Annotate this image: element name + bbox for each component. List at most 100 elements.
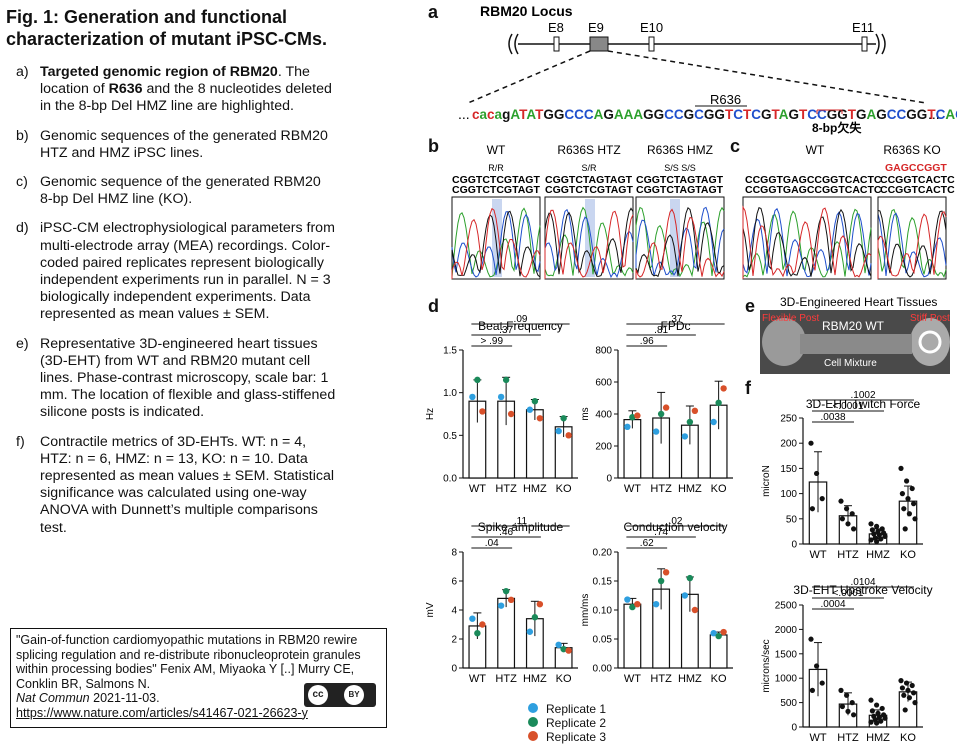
data-point [882,533,888,540]
figure-legend: Fig. 1: Generation and functional charac… [6,6,336,549]
x-tick-label: HMZ [866,732,890,744]
sequence-base: A [510,107,520,122]
stiff-post [910,318,950,366]
chart-title: Spike amplitude [478,520,564,534]
chromatogram-trace [451,207,541,279]
p-value-label: .02 [669,516,683,527]
citation-link[interactable]: https://www.nature.com/articles/s41467-0… [16,705,308,720]
sequence-base: G [643,107,654,122]
replicate-point [555,641,562,648]
p-value-label: .74 [654,527,668,538]
sequence-base: C [751,107,761,122]
exon-label-e8: E8 [548,20,564,35]
sequence-base: c [487,107,495,122]
p-value-label: .62 [640,538,654,549]
y-tick-label: 4 [451,606,457,617]
x-tick-label: WT [469,483,486,495]
data-point [901,692,907,698]
sequence-base: a [480,107,488,122]
data-point [808,440,814,446]
data-point [839,703,846,710]
sequence-base: a [495,107,503,122]
x-tick-label: HTZ [495,483,517,495]
x-tick-label: KO [556,483,572,495]
cc-by-license-icon: cc BY [304,683,376,707]
chromatogram-trace [635,206,725,279]
data-point [845,521,851,527]
sequence-base: A [633,107,643,122]
p-value-label: .0004 [820,599,845,610]
legend-item-e: e)Representative 3D-engineered heart tis… [16,335,336,421]
replicate-point [555,427,562,435]
replicate-point [560,415,567,422]
x-tick-label: KO [711,483,727,495]
replicate-point [479,621,486,628]
sequence-base: G [876,107,887,122]
data-point [868,719,874,725]
sequence-base: A [526,107,536,122]
sequence-base: T [848,107,857,122]
y-tick-label: 0.0 [443,474,457,485]
data-point [838,498,844,504]
citation-text: "Gain-of-function cardiomyopathic mutati… [16,633,361,691]
genotype-label: S/S S/S [664,163,696,173]
data-point [902,707,908,713]
x-tick-label: KO [900,549,916,561]
data-point [904,680,910,686]
data-point [874,720,880,726]
replicate-point [629,603,636,611]
sequence-base: C [955,107,957,122]
sequence-read-2: CGGTCTAGTAGT [636,184,724,196]
y-tick-label: 2000 [775,625,798,636]
data-point [851,526,857,532]
data-point [909,682,915,689]
p-value-label: > .99 [480,336,503,347]
replicate-3-dot [528,731,538,741]
sequence-base: G [761,107,772,122]
chart-title: FPDc [661,319,691,333]
tissue-label: RBM20 WT [822,319,885,333]
highlight-band [585,199,595,277]
data-point [879,705,885,712]
sequence-base: G [788,107,799,122]
data-point [899,491,906,497]
data-point [912,700,918,706]
sequence-read-2: CGGTCTCGTAGT [545,184,633,196]
sequence-base: c [472,107,480,122]
y-axis-label: microN [761,465,772,497]
sequence-base: A [867,107,877,122]
y-tick-label: 500 [780,698,797,709]
sequence-read-1: CGGTCTAGTAGT [545,174,633,186]
data-point [911,501,917,507]
exon-label-e10: E10 [640,20,663,35]
replicate-point [710,418,717,426]
y-tick-label: 100 [780,489,797,500]
data-point [901,506,907,512]
p-value-label: .0038 [820,412,845,423]
replicate-point [536,415,544,422]
replicate-point [502,376,510,384]
replicate-point [629,414,636,421]
sequence-base: G [543,107,554,122]
y-tick-label: 250 [780,414,797,425]
sequence-base: C [664,107,674,122]
replicate-point [681,433,689,440]
sequence-base: C [584,107,594,122]
sequence-base: G [684,107,695,122]
chart-4: 3D-EHT Twitch Force050100150200250microN… [761,390,923,561]
legend-item-c: c)Genomic sequence of the generated RBM2… [16,174,321,208]
deletion-bracket [816,109,843,114]
y-tick-label: 600 [595,378,612,389]
chromatogram-trace [877,209,947,279]
sequence-base: T [535,107,544,122]
y-tick-label: 50 [786,514,798,525]
y-axis-label: mm/ms [580,594,591,627]
eht-title: 3D-Engineered Heart Tissues [780,295,937,309]
y-tick-label: 1500 [775,649,798,660]
chart-title: Conduction velocity [623,520,727,534]
column-title: R636S HTZ [557,143,620,157]
sequence-base: C [897,107,907,122]
